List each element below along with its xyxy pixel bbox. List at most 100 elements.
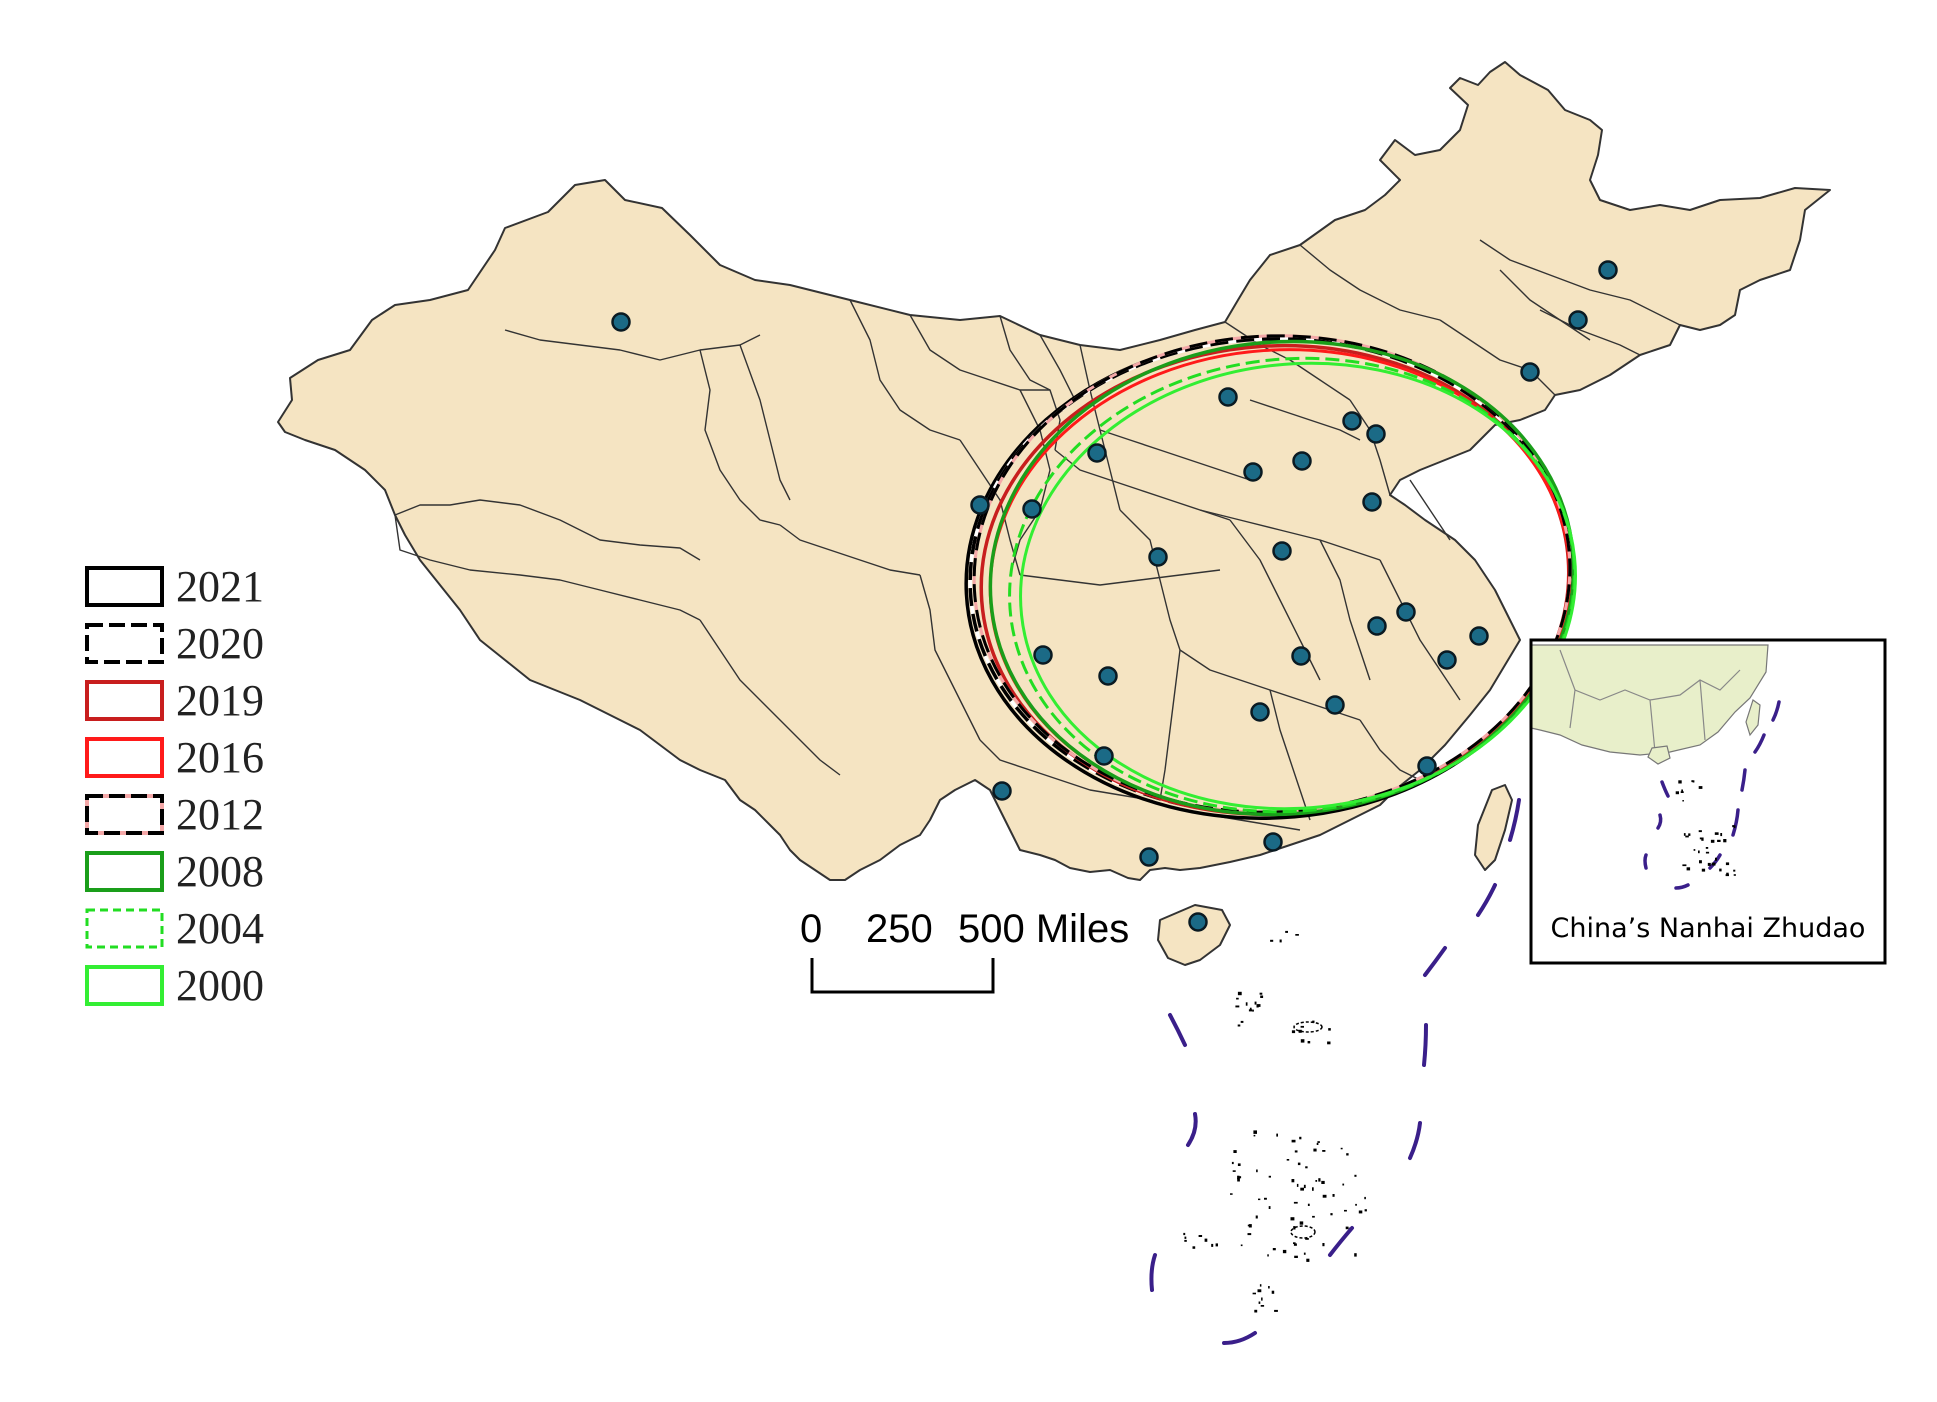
island-speck [1271,1290,1275,1294]
island-speck [1303,1184,1306,1189]
island-speck [1358,1210,1363,1214]
inset-island-speck [1732,825,1735,828]
island-speck [1318,1178,1321,1182]
province-border-16 [1119,509,1181,651]
island-speck [1290,1217,1295,1221]
province-center-point [1396,602,1416,622]
inset-island-speck [1693,849,1696,851]
legend-label-2020: 2020 [176,619,264,668]
island-speck [1259,1284,1262,1287]
island-speck [1364,1196,1366,1200]
island-speck [1260,1305,1265,1307]
province-border-1 [394,514,701,621]
inset-island-speck [1714,832,1719,835]
island-speck [1183,1232,1186,1236]
island-speck [1300,1187,1304,1191]
province-border-24 [1159,649,1181,801]
island-reef [1290,1225,1316,1239]
island-speck [1291,1179,1295,1183]
inset-island-speck [1692,780,1695,783]
province-border-33 [1479,239,1681,326]
province-center-point [1437,650,1457,670]
island-speck [1354,1174,1357,1177]
island-speck [1259,992,1263,995]
inset-island-speck [1705,847,1709,849]
province-border-32 [1439,319,1556,396]
island-speck [1291,1030,1296,1034]
island-speck [1253,1134,1256,1137]
island-speck [1268,1286,1270,1289]
province-border-35 [1539,309,1641,356]
legend-swatch-2012 [85,794,164,835]
scale-bar: 0 250 500 Miles [800,907,1129,994]
inset-island-speck [1699,860,1702,864]
inset-island-speck [1711,862,1716,866]
legend-item-2021: 2021 [85,562,264,611]
inset-island-speck [1698,850,1700,854]
legend-item-2008: 2008 [85,847,264,896]
inset-dash-segment-3 [1731,808,1740,837]
inset-island-speck [1691,780,1693,783]
inset-hainan [1647,745,1671,765]
legend-swatch-2020 [85,623,164,664]
dash-segment-7 [1149,1253,1157,1292]
island-speck [1239,1176,1242,1179]
province-center-point [1022,499,1042,519]
island-speck [1306,1258,1310,1262]
island-speck [1270,939,1274,942]
island-speck [1299,1221,1304,1225]
inset-dash-segment-7 [1656,813,1663,830]
legend-swatch-underlay [85,794,164,835]
island-speck [1236,997,1239,1000]
province-center-point [1094,746,1114,766]
island-speck [1322,1194,1327,1198]
island-speck [1237,1024,1241,1027]
island-speck [1295,934,1299,936]
inset-island-speck [1688,833,1691,836]
provincial-centers [611,260,1618,932]
island-speck [1240,1244,1243,1247]
province-border-0 [394,499,701,561]
legend-swatch-2016 [85,737,164,778]
inset-dash-segment-1 [1753,733,1766,754]
province-border-22 [1359,719,1421,781]
scale-label-500-miles: 500 Miles [958,907,1129,951]
legend-swatch-2000 [85,965,164,1006]
inset-dash-segment-8 [1660,780,1670,798]
inset-dash-segment-0 [1771,700,1781,722]
inset-island-speck [1678,780,1682,784]
province-center-point [992,781,1012,801]
province-center-point [1087,443,1107,463]
legend-label-2008: 2008 [176,847,264,896]
island-speck [1315,1180,1318,1182]
inset-caption: China’s Nanhai Zhudao [1551,913,1866,944]
inset-borders [1559,649,1741,753]
scale-label-250: 250 [866,907,933,951]
province-center-point [611,312,631,332]
island-speck [1294,1150,1298,1153]
province-border-23 [1269,689,1311,821]
island-speck [1291,1139,1296,1143]
island-speck [1307,1041,1311,1044]
dash-segment-0 [1508,798,1521,842]
province-border-4 [739,344,791,501]
island-speck [1330,1213,1333,1216]
island-speck [1354,1253,1357,1257]
island-speck [1296,1183,1299,1187]
landmass-2 [1474,784,1513,871]
island-speck [1254,1309,1258,1313]
legend-label-2004: 2004 [176,904,264,953]
island-speck [1317,1141,1320,1143]
inset-island-speck [1717,839,1721,842]
island-speck [1312,1187,1314,1191]
island-speck [1257,1289,1262,1293]
province-border-12 [919,574,981,741]
province-border-36 [1409,479,1451,541]
island-speck [1253,1130,1257,1134]
inset-island-speck [1681,789,1683,792]
dash-segment-9 [1168,1013,1187,1047]
island-speck [1307,1203,1310,1206]
island-speck [1237,1175,1240,1180]
inset-island-speck [1675,791,1679,795]
inset-dash-segment-6 [1643,853,1648,870]
